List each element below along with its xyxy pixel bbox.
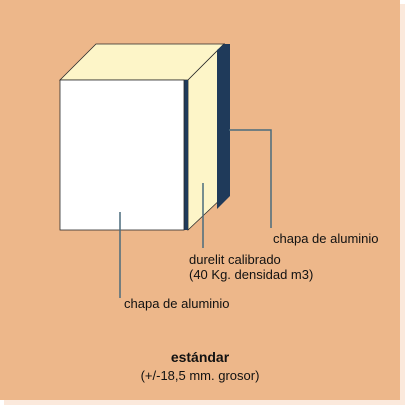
label-core-material: durelit calibrado: [189, 252, 281, 267]
caption-subtitle: (+/-18,5 mm. grosor): [140, 368, 260, 383]
panel-shadow-right: [400, 4, 405, 405]
label-inner-sheet: chapa de aluminio: [124, 296, 230, 311]
panel-shadow-bottom: [4, 400, 405, 405]
leader-line-outer-sheet: [229, 129, 272, 228]
caption-title: estándar: [170, 349, 230, 365]
back-sheet-edge: [217, 44, 230, 209]
label-outer-sheet: chapa de aluminio: [273, 231, 379, 246]
label-core-density: (40 Kg. densidad m3): [189, 267, 314, 282]
front-sheet-face: [59, 79, 185, 231]
